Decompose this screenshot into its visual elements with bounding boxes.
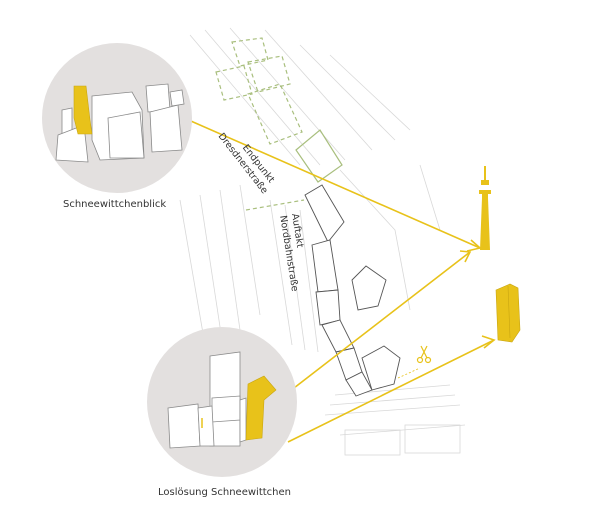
building-icon [495, 283, 521, 343]
label-auftakt: Auftakt [289, 213, 305, 249]
planned-parcels [215, 37, 305, 211]
tv-tower-icon [479, 166, 491, 250]
street-label-dresdnerstrasse: Endpunkt Dresdnerstraße [216, 131, 277, 196]
building-complex [304, 184, 401, 397]
arrowheads [459, 239, 496, 349]
green-block [295, 129, 343, 183]
cut-line [397, 367, 421, 379]
circle-loslosung-schneewittchen [147, 327, 297, 477]
caption-loslosung-schneewittchen: Loslösung Schneewittchen [158, 487, 291, 498]
circle-schneewittchenblick [42, 43, 192, 193]
scissors-icon [416, 345, 432, 364]
caption-schneewittchenblick: Schneewittchenblick [63, 199, 167, 210]
sightlines [183, 117, 495, 443]
